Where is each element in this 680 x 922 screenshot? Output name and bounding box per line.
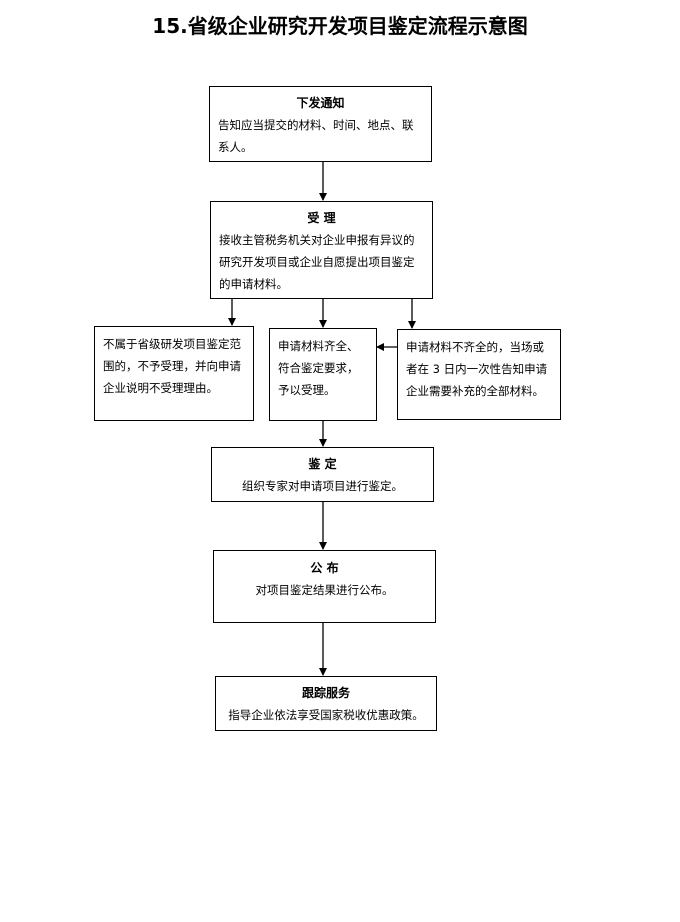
step-follow-heading: 跟踪服务 [301, 686, 350, 700]
step-publish-heading: 公 布 [310, 561, 339, 575]
branch-reject: 不属于省级研发项目鉴定范围的，不予受理，并向申请企业说明不受理理由。 [94, 326, 254, 421]
branch-complete-text: 申请材料齐全、符合鉴定要求，予以受理。 [278, 339, 359, 397]
step-follow-text: 指导企业依法享受国家税收优惠政策。 [228, 708, 424, 722]
page-title: 15.省级企业研究开发项目鉴定流程示意图 [152, 14, 528, 38]
step-appraise-heading: 鉴 定 [308, 457, 337, 471]
step-accept: 受 理 接收主管税务机关对企业申报有异议的研究开发项目或企业自愿提出项目鉴定的申… [210, 201, 433, 299]
branch-reject-text: 不属于省级研发项目鉴定范围的，不予受理，并向申请企业说明不受理理由。 [103, 337, 241, 395]
step-appraise: 鉴 定 组织专家对申请项目进行鉴定。 [211, 447, 434, 502]
branch-incomplete-text: 申请材料不齐全的，当场或者在 3 日内一次性告知申请企业需要补充的全部材料。 [406, 340, 548, 398]
step-publish: 公 布 对项目鉴定结果进行公布。 [213, 550, 436, 623]
branch-complete: 申请材料齐全、符合鉴定要求，予以受理。 [269, 328, 377, 421]
step-issue-text: 告知应当提交的材料、时间、地点、联系人。 [218, 118, 414, 154]
step-issue-notice: 下发通知 告知应当提交的材料、时间、地点、联系人。 [209, 86, 432, 162]
step-publish-text: 对项目鉴定结果进行公布。 [255, 583, 394, 597]
step-accept-text: 接收主管税务机关对企业申报有异议的研究开发项目或企业自愿提出项目鉴定的申请材料。 [219, 233, 415, 291]
step-follow-up: 跟踪服务 指导企业依法享受国家税收优惠政策。 [215, 676, 437, 731]
step-accept-heading: 受 理 [307, 211, 336, 225]
step-issue-heading: 下发通知 [296, 96, 345, 110]
branch-incomplete: 申请材料不齐全的，当场或者在 3 日内一次性告知申请企业需要补充的全部材料。 [397, 329, 561, 420]
step-appraise-text: 组织专家对申请项目进行鉴定。 [242, 479, 403, 493]
